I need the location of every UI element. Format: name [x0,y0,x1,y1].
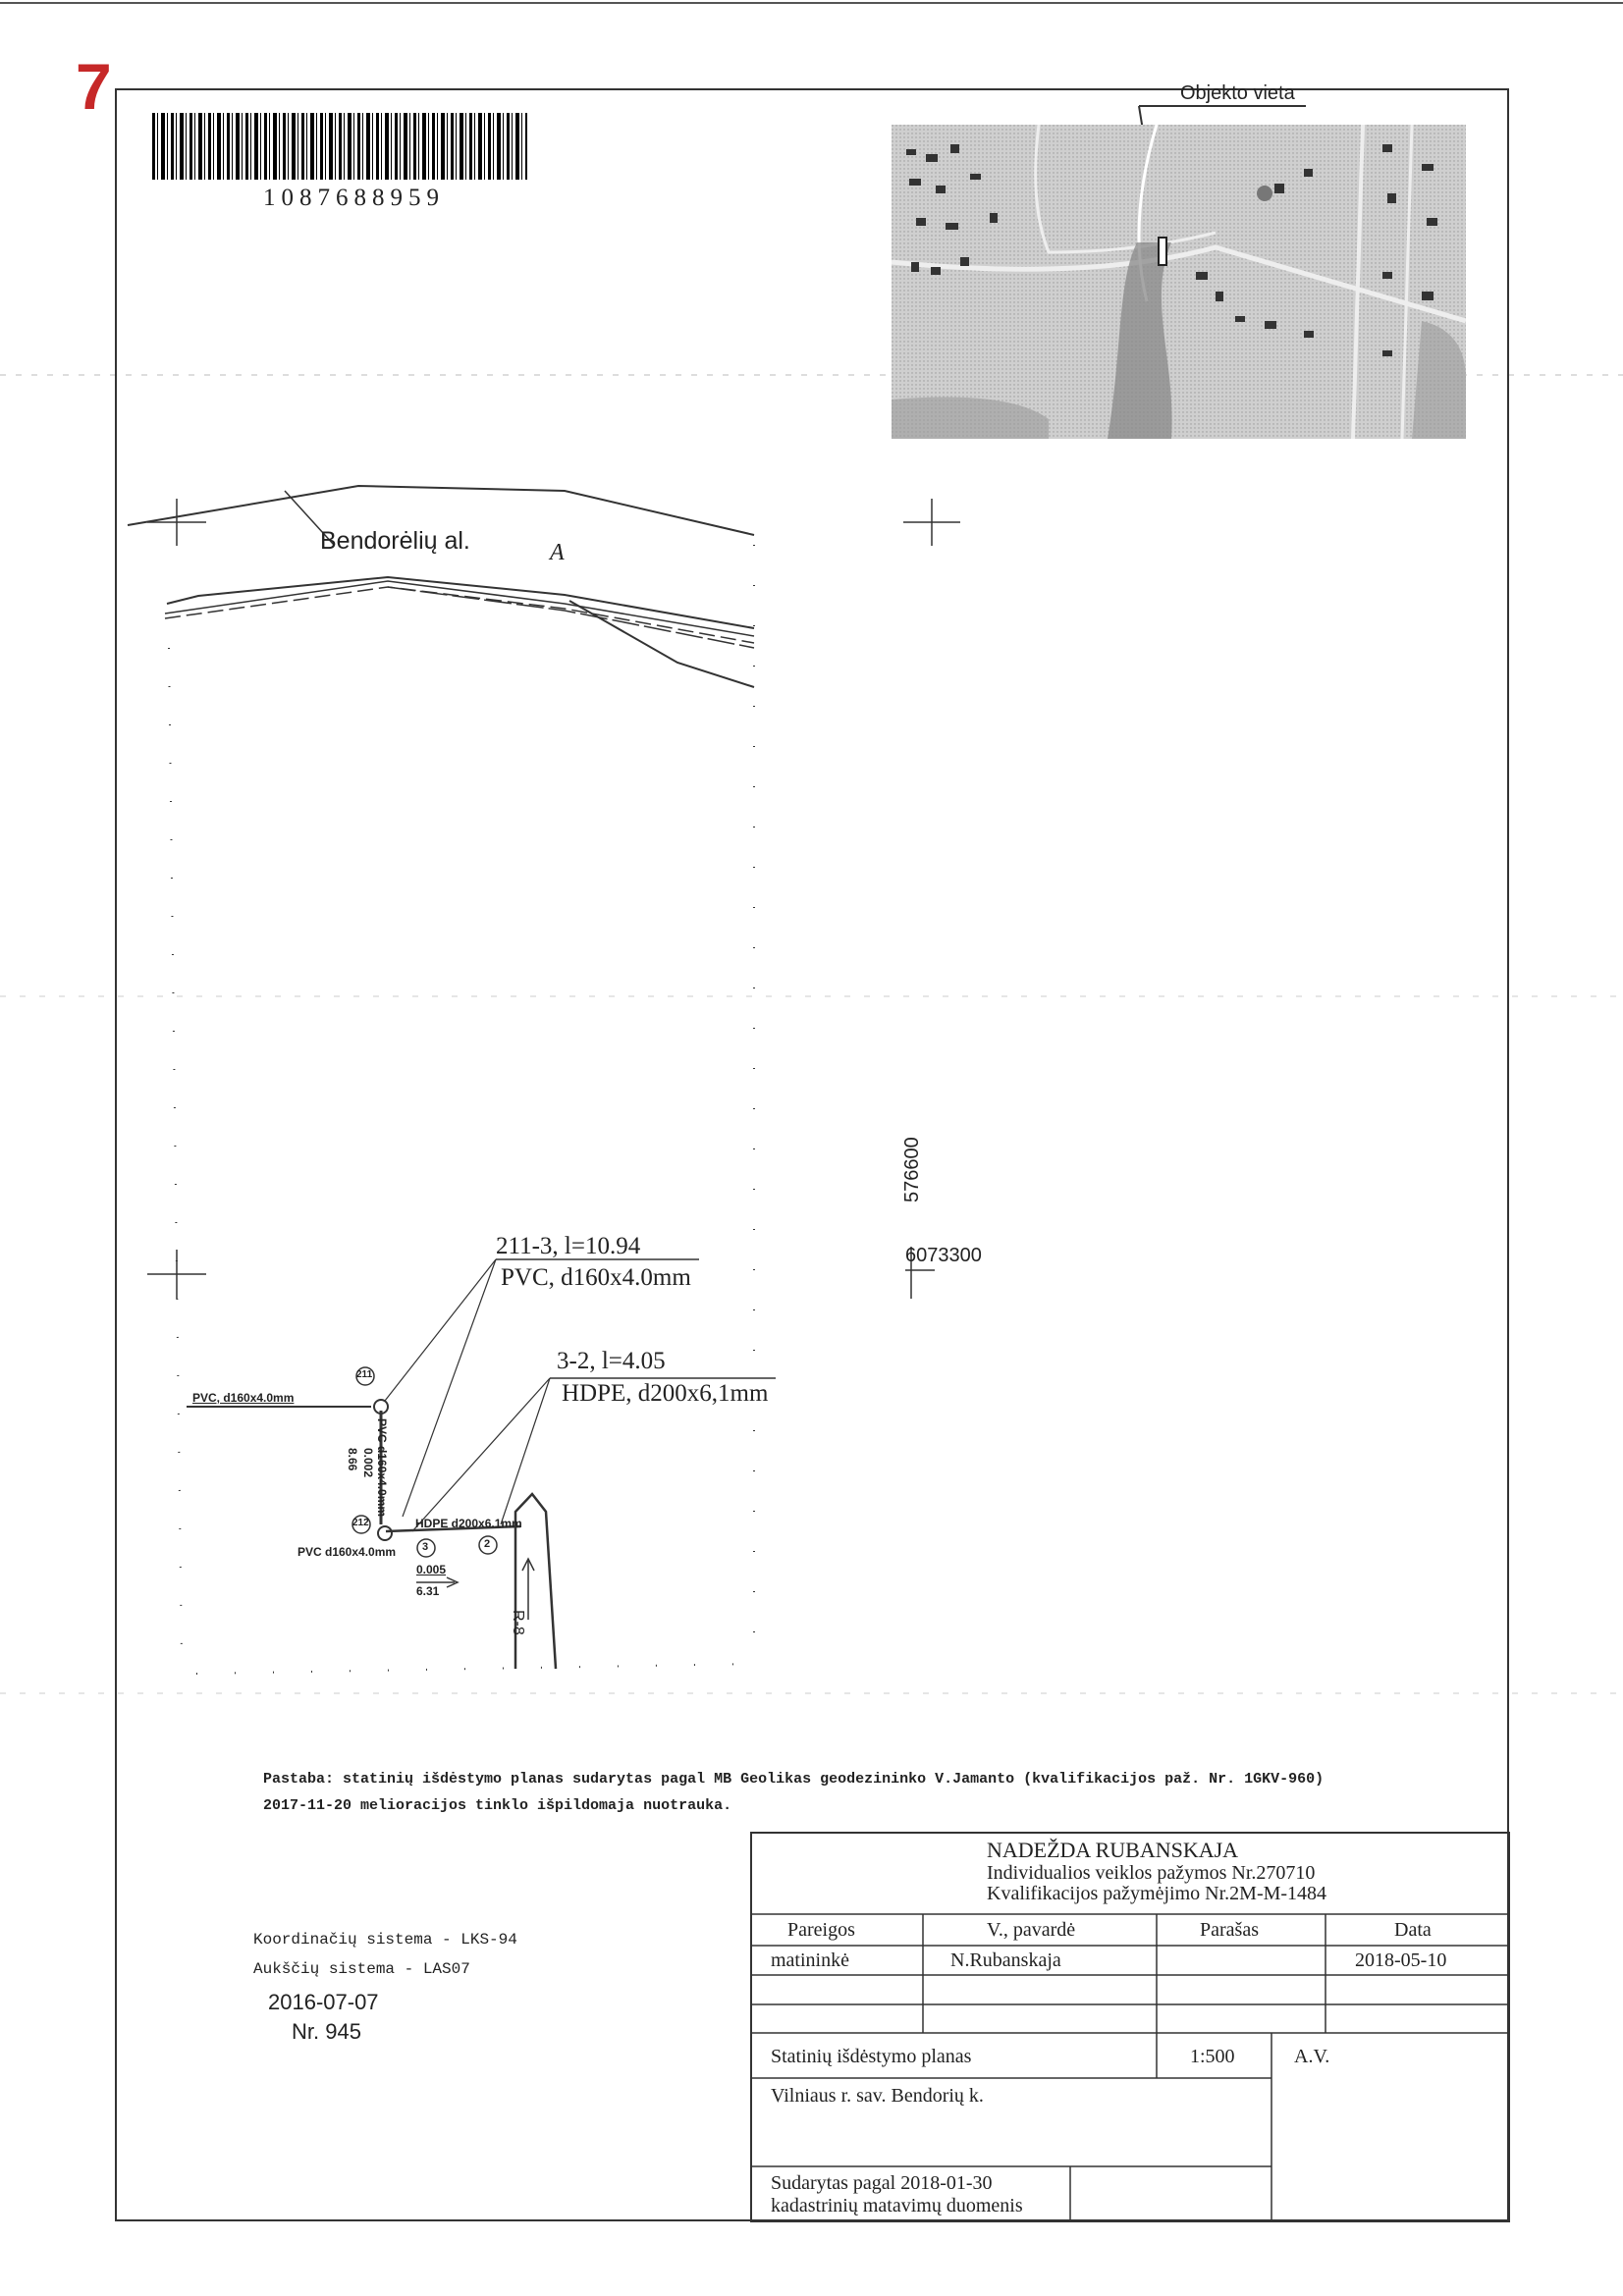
drawing-scale: 1:500 [1190,2046,1235,2067]
surveyor-role: matininkė [771,1949,849,1971]
pipe-upper-segment-label: 211-3, l=10.94 [496,1233,641,1259]
header-signature: Parašas [1200,1919,1259,1941]
lower-left-pipe-label: PVC d160x4.0mm [298,1545,397,1559]
zone-letter: A [550,540,565,565]
signing-date: 2018-05-10 [1355,1949,1447,1971]
coordinate-system-line-2: Aukščių sistema - LAS07 [253,1960,470,1978]
coordinate-x-label: 6073300 [905,1245,982,1266]
well-212-label: 212 [352,1518,369,1528]
street-label: Bendorėlių al. [320,527,470,555]
barcode-digits: 1087688959 [263,185,445,211]
drawing-title: Statinių išdėstymo planas [771,2046,972,2067]
note: Pastaba: statinių išdėstymo planas sudar… [263,1766,1441,1819]
header-date: Data [1394,1919,1432,1941]
surveyor-qualification: Kvalifikacijos pažymėjimo Nr.2M-M-1484 [987,1883,1327,1904]
pipe-lower-material-label: HDPE, d200x6,1mm [562,1380,769,1407]
note-line-1: Pastaba: statinių išdėstymo planas sudar… [263,1771,1325,1788]
left-pipe-label: PVC, d160x4.0mm [192,1391,295,1405]
note-line-2: 2017-11-20 melioracijos tinklo išpildoma… [263,1797,732,1814]
well-2-label: 2 [484,1538,491,1550]
location: Vilniaus r. sav. Bendorių k. [771,2085,984,2107]
barcode [152,113,527,180]
av-label: A.V. [1294,2046,1330,2067]
locator-map [892,125,1466,439]
well-3-label: 3 [422,1541,429,1553]
grid-crosshair [147,499,960,1299]
page-number: 7 [76,50,112,123]
horizontal-length-label: 6.31 [416,1584,440,1598]
based-on-line-2: kadastrinių matavimų duomenis [771,2195,1023,2216]
pipe-upper-material-label: PVC, d160x4.0mm [501,1264,691,1291]
hdpe-pipe-label: HDPE d200x6.1mm [415,1517,522,1530]
stamp-date: 2016-07-07 [268,1990,379,2014]
coordinate-system-line-1: Koordinačių sistema - LKS-94 [253,1931,517,1949]
locator-map-title: Objekto vieta [1180,82,1295,104]
based-on-line-1: Sudarytas pagal 2018-01-30 [771,2172,993,2194]
header-name: V., pavardė [987,1919,1076,1941]
surveyor-name: NADEŽDA RUBANSKAJA [987,1838,1239,1862]
pipe-lower-segment-label: 3-2, l=4.05 [557,1348,666,1374]
well-211-label: 211 [356,1369,373,1380]
surveyor-license: Individualios veiklos pažymos Nr.270710 [987,1862,1316,1884]
coordinate-system: Koordinačių sistema - LKS-94 Aukščių sis… [253,1925,517,1984]
surveyor-short-name: N.Rubanskaja [950,1949,1061,1971]
stamp-number: Nr. 945 [292,2019,361,2044]
horizontal-slope-label: 0.005 [416,1563,447,1576]
header-role: Pareigos [787,1919,855,1941]
